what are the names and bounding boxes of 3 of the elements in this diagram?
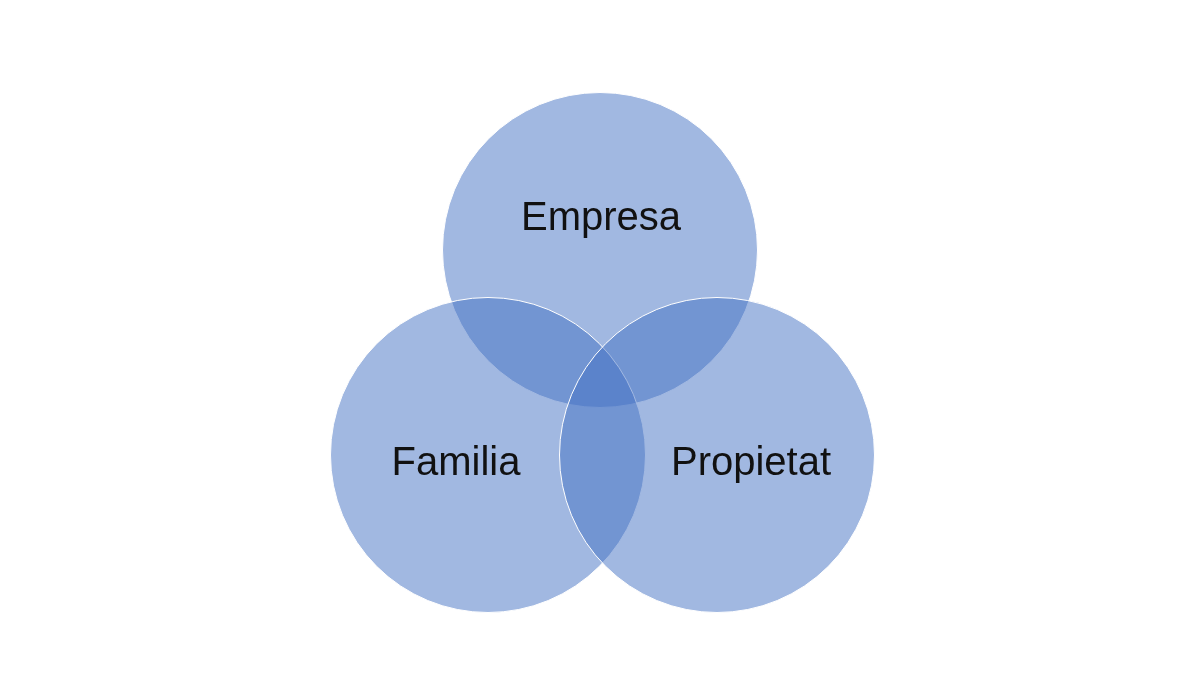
circle-label: Propietat — [670, 438, 832, 484]
circle-label: Familia — [391, 438, 521, 484]
circle-label: Empresa — [520, 193, 682, 239]
